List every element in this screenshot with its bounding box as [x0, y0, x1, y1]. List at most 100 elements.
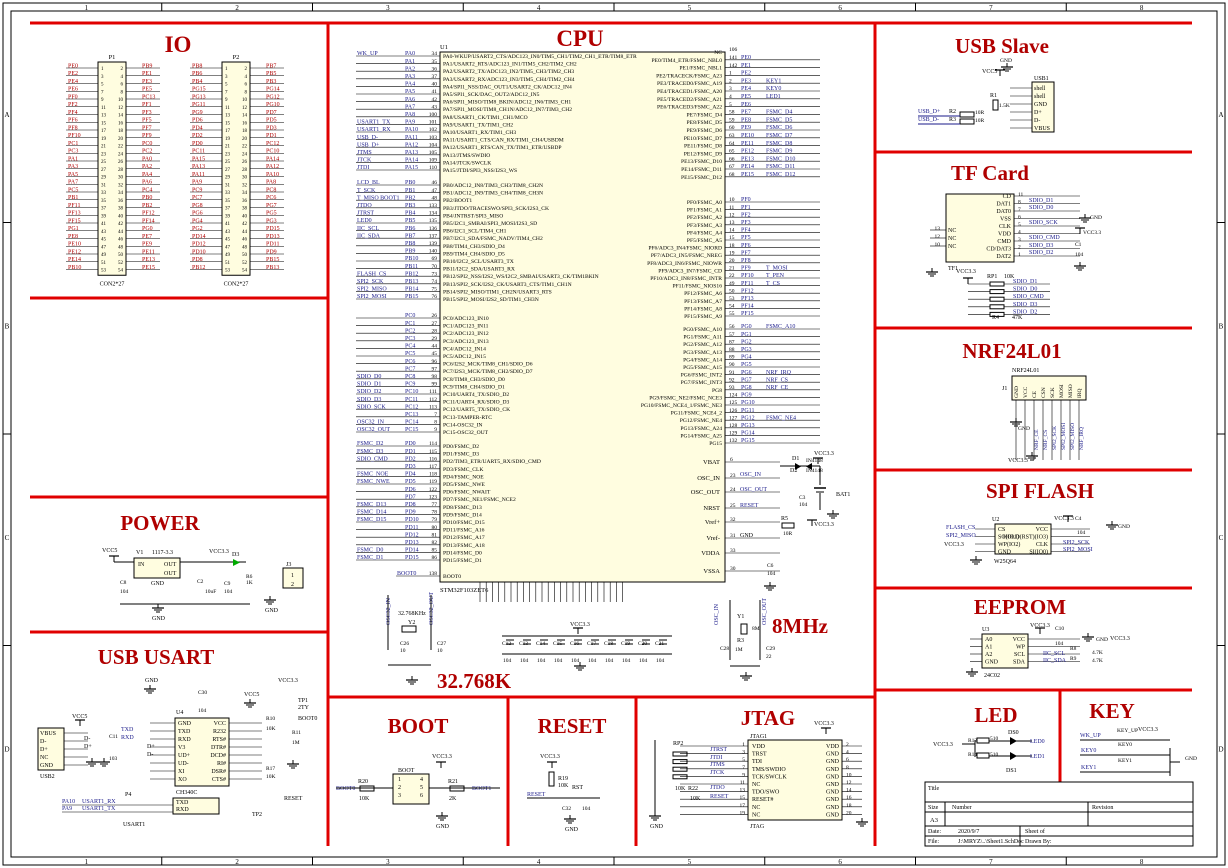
u3-pin-right: SCL: [1014, 652, 1025, 658]
header-net-right: PG14: [266, 87, 280, 93]
cpu-port: PC8: [405, 374, 415, 380]
nrf-pin: MOSI: [1059, 384, 1065, 398]
cpu-pin-num-right: 22: [729, 273, 735, 279]
cpu-pin-num: 119: [429, 479, 437, 485]
cpu-pin-func: PA12/USART1_RTS/CAN_TX/TIM1_ETR/USBDP: [443, 145, 561, 151]
boot-pin: 6: [420, 793, 423, 799]
cpu-pin-num: 99: [432, 382, 438, 388]
header-pin-num: 39: [225, 214, 231, 219]
cpu-pin-func: PC15-OSC32_OUT: [443, 430, 489, 436]
ground-symbol: [405, 675, 419, 685]
header-pin-num: 24: [118, 152, 124, 157]
frame-row-left: A: [4, 111, 9, 119]
r1-ref: R1: [990, 93, 997, 99]
spi-flash-block: U2W25Q64CSSO(IO1)WP(IO2)GNDVCCHOLD(RST)(…: [944, 515, 1130, 565]
gnd-label: GND: [565, 827, 579, 833]
title-eeprom: EEPROM: [974, 595, 1066, 619]
header-net-left: PA5: [68, 172, 78, 178]
cpu-pin-func-right: PG4/FSMC_A14: [683, 357, 722, 363]
rp1-net: SDIO_CMD: [1013, 294, 1044, 300]
header-net-left: PA11: [192, 172, 205, 178]
cpu-pin-func: PB2/BOOT1: [443, 198, 472, 204]
header-pin-num: 22: [242, 145, 248, 150]
frame-col-top: 2: [235, 4, 239, 12]
cpu-pin-num-right: 67: [729, 164, 735, 170]
cpu-port: PA14: [405, 158, 418, 164]
frame-col-top: 5: [688, 4, 692, 12]
jtag-pin-right: GND: [826, 774, 840, 780]
cpu-pin-num: 78: [432, 510, 438, 516]
rp1-net: SDIO_D1: [1013, 279, 1037, 285]
nrf-net: NRF_CS: [1043, 430, 1049, 450]
header-pin-num: 3: [101, 75, 104, 80]
cpu-pin-num: 36: [432, 66, 438, 72]
c6-ref: C6: [767, 563, 774, 569]
cpu-pin-num: 85: [432, 548, 438, 554]
frame-col-top: 3: [386, 4, 390, 12]
cpu-port-right: PF9: [741, 266, 751, 272]
cpu-pin-num: 81: [432, 532, 438, 538]
ground-symbol: [826, 509, 840, 519]
d-minus-label: D-: [84, 736, 90, 742]
j3-pin: 2: [291, 582, 294, 588]
u4-pin-right: CTS#: [212, 777, 226, 783]
u4-pin-left: UD+: [178, 753, 191, 759]
osc32-out-net: OSC32_OUT: [429, 592, 435, 625]
cpu-power-num: 23: [730, 473, 736, 479]
u3-pin-left: A1: [985, 645, 992, 651]
cpu-pin-num: 115: [429, 449, 437, 455]
y1-ref: Y1: [737, 614, 744, 620]
cpu-port: PB3: [405, 203, 415, 209]
frame-col-top: 6: [838, 4, 842, 12]
d2-ref: D2: [790, 468, 797, 474]
title-key: KEY: [1089, 699, 1135, 723]
header-pin-num: 42: [242, 222, 248, 227]
cpu-pin-num: 80: [432, 525, 438, 531]
body: [989, 289, 1005, 295]
j3-pin: 1: [291, 573, 294, 579]
cpu-port: PB13: [405, 279, 418, 285]
v1-part: 1117-3.3: [152, 550, 173, 556]
header-net-left: PA13: [192, 164, 205, 170]
header-pin-num: 10: [118, 98, 124, 103]
r11-ref: R11: [292, 730, 301, 736]
cpu-power-num: 32: [730, 517, 736, 523]
header-net-left: PE14: [68, 257, 81, 263]
cpu-pin-func: PC6/I2S2_MCK/TIM8_CH1/SDIO_D6: [443, 362, 533, 368]
c6-val: 104: [767, 571, 776, 577]
cpu-pin-num: 29: [432, 336, 438, 342]
cpu-pin-num: 28: [432, 328, 438, 334]
header-net-left: PC5: [68, 187, 78, 193]
jtag-net: JTMS: [710, 762, 725, 768]
cpu-pin-num: 122: [429, 487, 438, 493]
tf-pin-num: 8: [1018, 200, 1021, 206]
c9-val: 104: [224, 589, 233, 595]
body: [548, 771, 555, 787]
key0-ref: KEY0: [1118, 742, 1132, 748]
cpu-pin-num-right: 12: [729, 212, 735, 218]
cpu-pin-func-right: PG7/FSMC_INT3: [681, 380, 723, 386]
cpu-port-right: PE3: [741, 78, 751, 84]
r3-usb-ref: R3: [949, 117, 956, 123]
gnd-label: GND: [1118, 524, 1130, 530]
jtag-block: JTAG1JTAGVDD1TRST3TDI5TMS/SWDIO7TCK/SWCL…: [648, 721, 869, 830]
cpu-pin-num-right: 128: [729, 423, 738, 429]
tf-net: SDIO_SCK: [1029, 220, 1058, 226]
cpu-pin-num-right: 68: [729, 172, 735, 178]
header-net-left: PG15: [192, 87, 206, 93]
r8-ref: R8: [1070, 646, 1077, 652]
cpu-port: PB15: [405, 294, 418, 300]
cpu-port: PD12: [405, 532, 419, 538]
frame-row-right: D: [1218, 745, 1223, 753]
cpu-pin-num: 103: [429, 135, 438, 141]
header-net-right: PE1: [142, 71, 152, 77]
cpu-port: PC10: [405, 389, 418, 395]
osc32-ref: Y2: [408, 620, 415, 626]
c32-val: 104: [582, 806, 591, 812]
gnd-label: GND: [1090, 215, 1102, 221]
